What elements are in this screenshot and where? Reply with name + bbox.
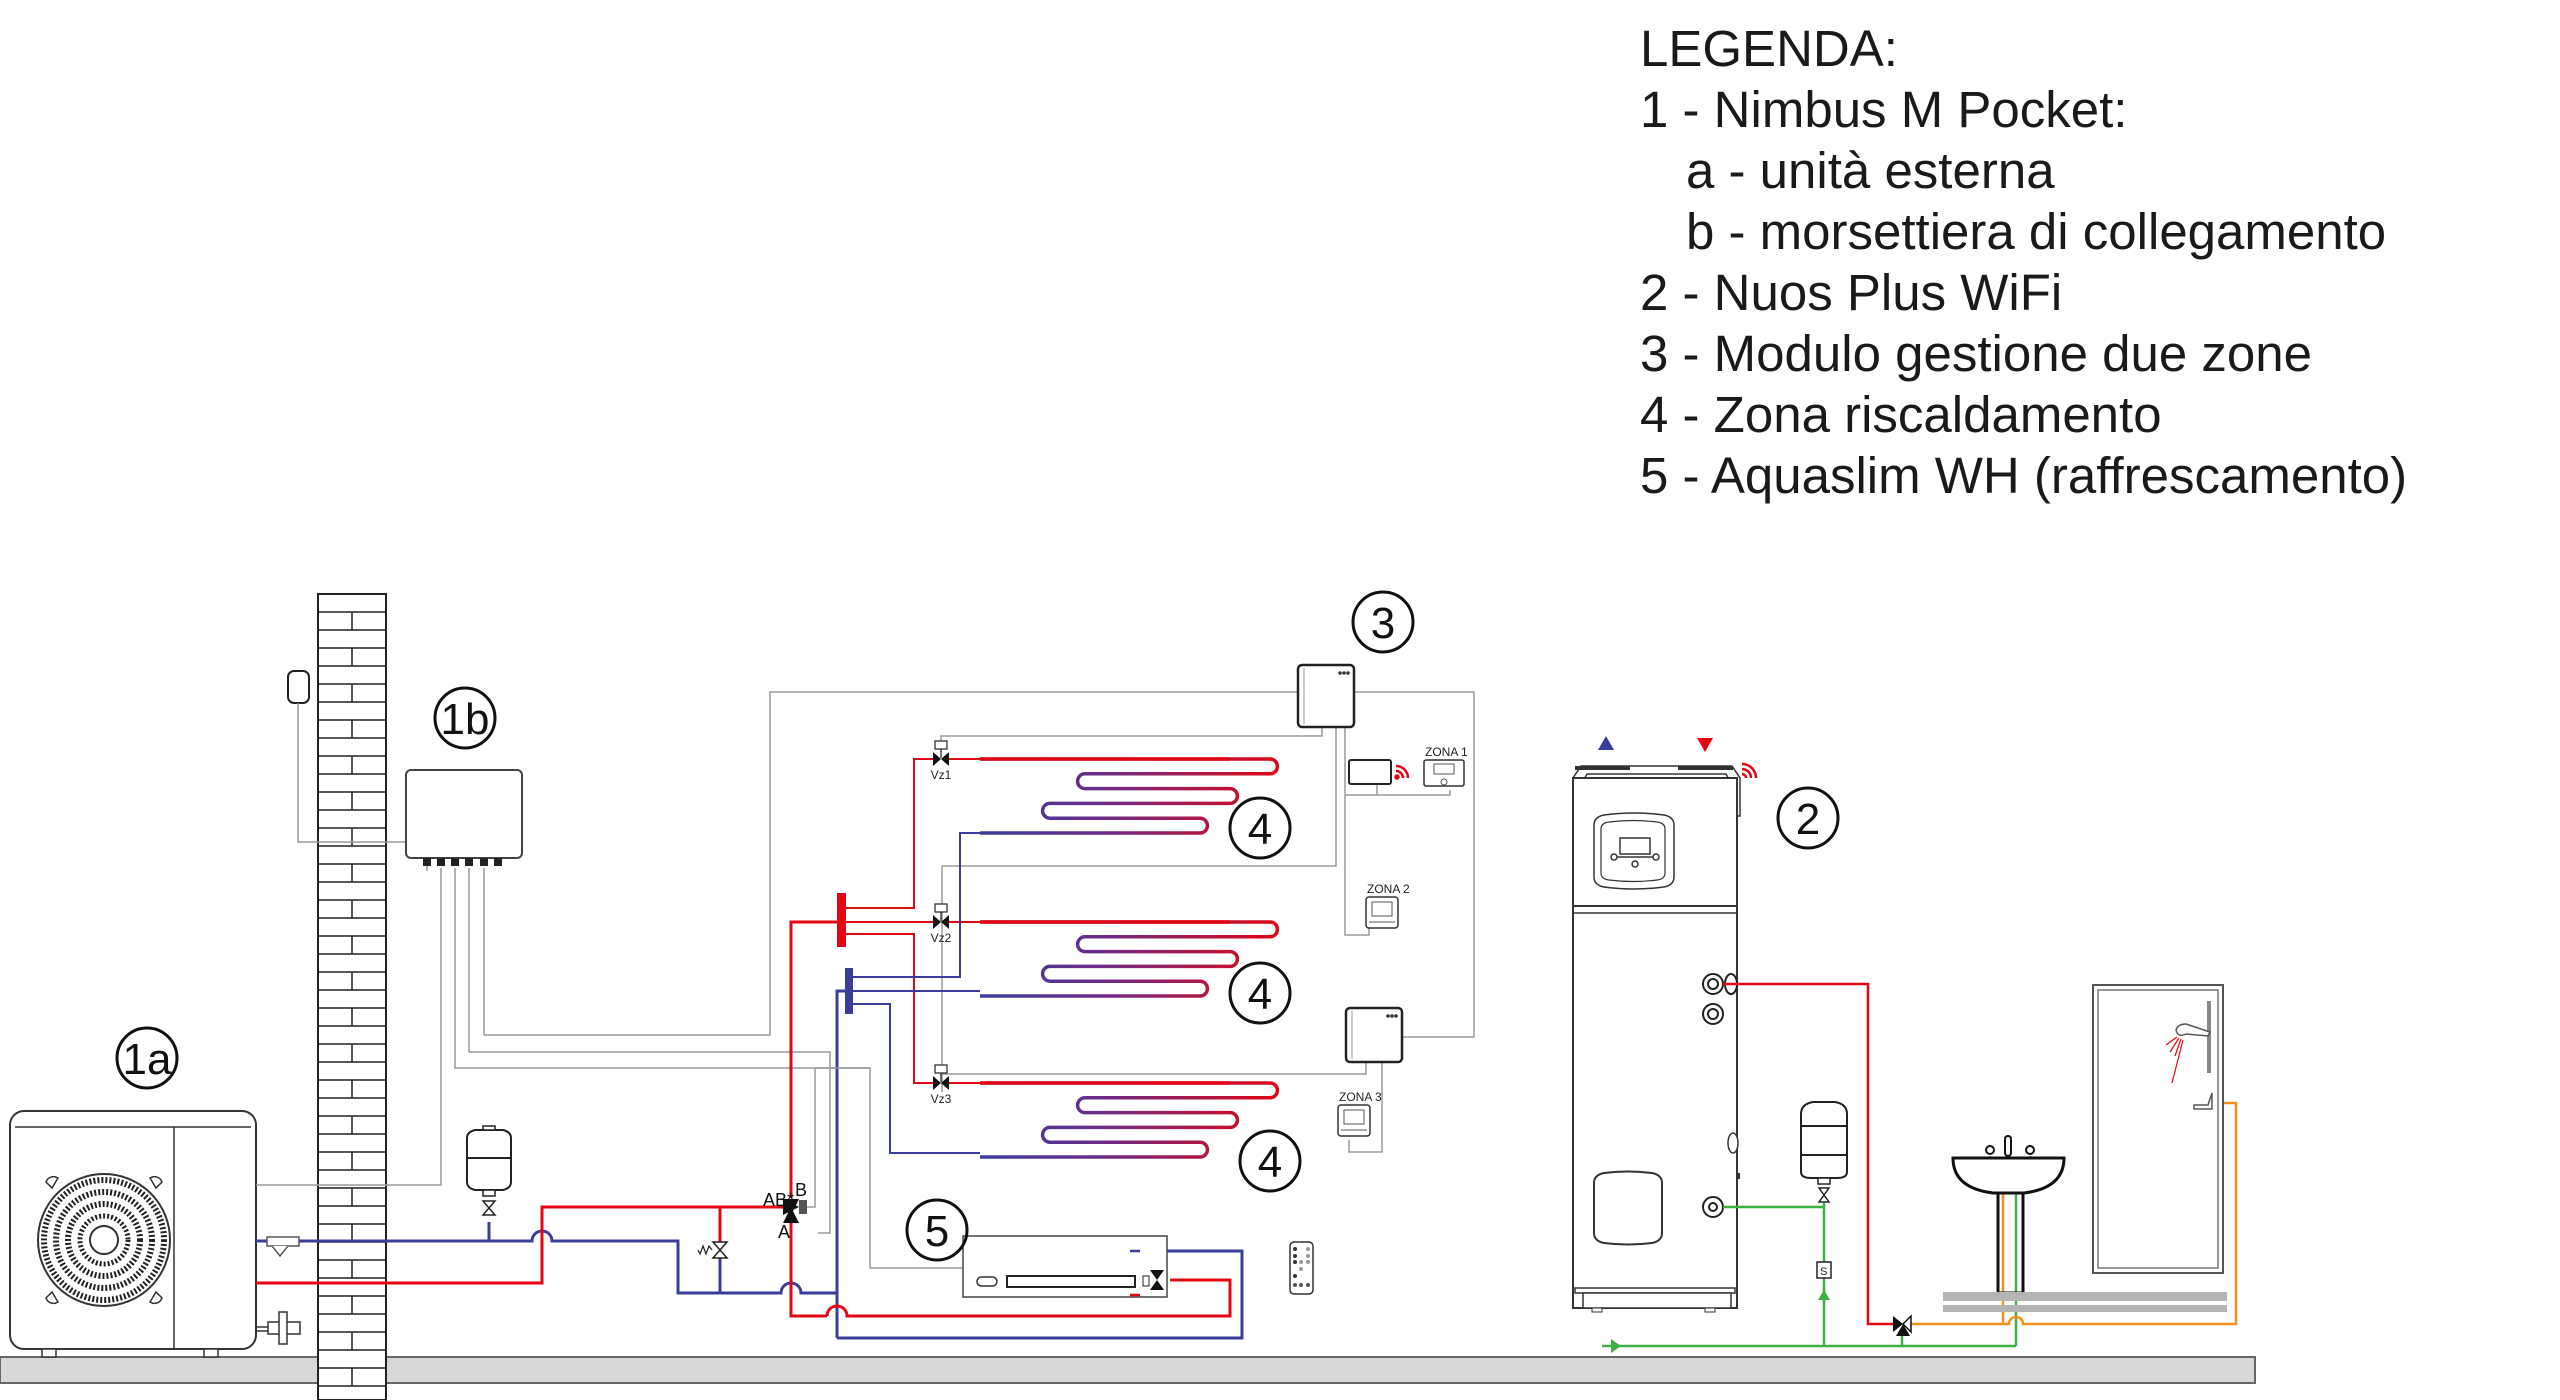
callout-1a: 1a: [115, 1026, 179, 1090]
outdoor-sensor-icon: [287, 670, 310, 704]
callout-3-label: 3: [1371, 599, 1395, 648]
shower-enclosure: [2092, 984, 2224, 1274]
port-ab-label: AB*: [763, 1190, 794, 1210]
floor-heating-coil: [980, 920, 1280, 998]
fan-coil-unit: [962, 1235, 1168, 1298]
return-pipes: [256, 989, 1244, 1340]
expansion-vessel: [466, 1125, 512, 1216]
filter-s-label: S: [1820, 1266, 1827, 1278]
thermostatic-mixer-icon: [1893, 1314, 1912, 1336]
legend-item: b - morsettiera di collegamento: [1686, 203, 2387, 260]
zone-valve-label: Vz1: [931, 768, 952, 782]
floor-bar: [1943, 1305, 2227, 1312]
legend-item: 1 - Nimbus M Pocket:: [1640, 81, 2128, 138]
terminal-connector: [465, 858, 473, 866]
water-spray-icon: [2165, 1036, 2184, 1084]
shower-head-icon: [2175, 1023, 2212, 1037]
thermostat-zone3: ZONA 3: [1337, 1090, 1382, 1137]
thermostat-zone1-label: ZONA 1: [1425, 745, 1468, 759]
supply-manifold: [837, 893, 846, 947]
wifi-icon: [1741, 762, 1758, 779]
legend-item: 4 - Zona riscaldamento: [1640, 386, 2162, 443]
floor-bar: [1943, 1292, 2227, 1301]
terminal-connector: [423, 858, 431, 866]
diverter-valve: AB* B A: [763, 1067, 870, 1242]
zone-valve-vz1: Vz1: [931, 740, 952, 782]
callout-4-zone1: 4: [1228, 796, 1292, 860]
return-manifold: [845, 968, 853, 1014]
callout-4-label: 4: [1258, 1138, 1282, 1187]
thermostat-zone1: ZONA 1: [1423, 745, 1468, 787]
terminal-connector: [494, 858, 502, 866]
callout-1b-label: 1b: [441, 695, 490, 744]
dhw-expansion-vessel: [1800, 1101, 1848, 1203]
legend: LEGENDA: 1 - Nimbus M Pocket: a - unità …: [1640, 18, 2407, 506]
zone-valve-label: Vz2: [931, 931, 952, 945]
callout-4-label: 4: [1248, 805, 1272, 854]
thermostat-zone2: ZONA 2: [1365, 882, 1410, 929]
fan-icon: [37, 1173, 171, 1307]
callout-2-label: 2: [1796, 795, 1820, 844]
cold-inlet-arrow-icon: [1598, 736, 1614, 750]
brick-wall: [317, 593, 387, 1400]
callout-4-zone3: 4: [1238, 1129, 1302, 1193]
terminal-connector: [480, 858, 488, 866]
hot-outlet-arrow-icon: [1697, 738, 1713, 752]
filter-s-box: S: [1816, 1261, 1832, 1279]
zone-valve-vz3: Vz3: [931, 1064, 952, 1106]
washbasin: [1951, 1135, 2066, 1295]
legend-item: 2 - Nuos Plus WiFi: [1640, 264, 2063, 321]
callout-4-label: 4: [1248, 970, 1272, 1019]
callout-5: 5: [905, 1198, 969, 1262]
supply-pipes: [256, 920, 1232, 1318]
floor-heating-coil: [980, 1081, 1280, 1159]
zone-return-lines: [853, 832, 980, 1154]
port-a-label: A: [778, 1222, 790, 1242]
zone-valve-label: Vz3: [931, 1092, 952, 1106]
legend-item: 5 - Aquaslim WH (raffrescamento): [1640, 447, 2408, 504]
callout-4-zone2: 4: [1228, 961, 1292, 1025]
zone-module-box-secondary: [1344, 1006, 1404, 1064]
drain-fitting-icon: [256, 1311, 301, 1345]
callout-1b: 1b: [433, 686, 497, 750]
port-b-label: B: [795, 1180, 807, 1200]
relief-valve-icon: [697, 1241, 729, 1259]
filter-icon: [266, 1236, 300, 1258]
heat-pump-water-heater: [1572, 736, 1758, 1313]
callout-2: 2: [1776, 786, 1840, 850]
callout-3: 3: [1351, 590, 1415, 654]
terminal-connector: [437, 858, 445, 866]
callout-1a-label: 1a: [123, 1035, 172, 1084]
wifi-icon: [1394, 764, 1410, 780]
zone-module-box: [1296, 663, 1356, 729]
zone-supply-lines: [846, 758, 980, 1084]
wifi-gateway: [1348, 759, 1410, 785]
thermostat-zone2-label: ZONA 2: [1367, 882, 1410, 896]
legend-item: a - unità esterna: [1686, 142, 2055, 199]
dhw-hot-pipe: [1723, 982, 1893, 1326]
terminal-connector: [451, 858, 459, 866]
thermostat-zone3-label: ZONA 3: [1339, 1090, 1382, 1104]
floor-heating-coil: [980, 757, 1280, 835]
zone-valve-vz2: Vz2: [931, 903, 952, 945]
wall-outline: [317, 593, 387, 1400]
legend-title: LEGENDA:: [1640, 20, 1898, 77]
outdoor-heat-pump-unit: [9, 1110, 301, 1358]
remote-control-icon: [1289, 1241, 1314, 1295]
callout-5-label: 5: [925, 1207, 949, 1256]
legend-item: 3 - Modulo gestione due zone: [1640, 325, 2312, 382]
terminal-box: [405, 769, 523, 866]
